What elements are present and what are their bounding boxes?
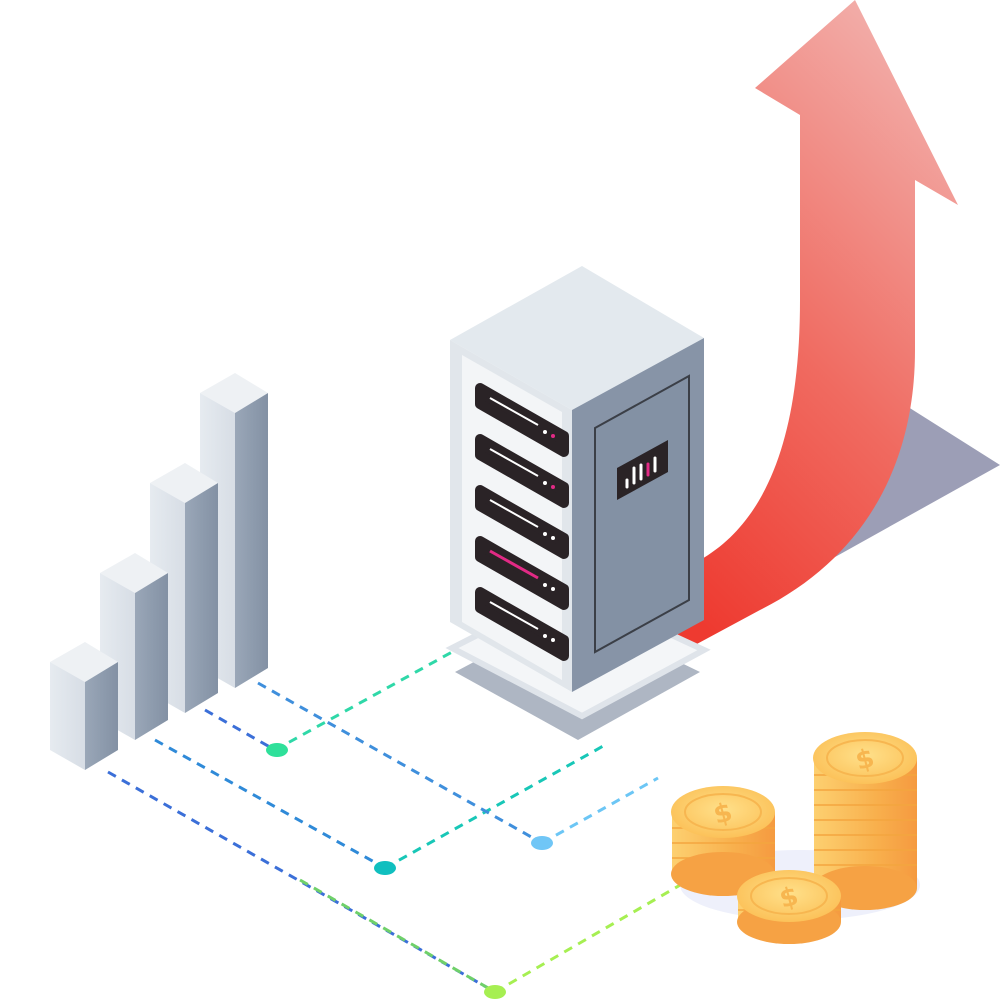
coin-stack: $ (737, 870, 841, 944)
connector-node (531, 836, 553, 850)
growth-arrow (630, 0, 958, 652)
server-slots (475, 383, 569, 661)
bar-column (50, 642, 118, 770)
coin-stacks: $ $ $ (671, 732, 920, 944)
server-slot (475, 383, 569, 457)
connector-line (204, 708, 276, 752)
server-slot (475, 485, 569, 559)
connector-node (266, 743, 288, 757)
connector-line (257, 681, 543, 845)
connector-node (484, 985, 506, 999)
server-slot (475, 434, 569, 508)
connector-line (384, 743, 606, 870)
connector-node (374, 861, 396, 875)
connector-line (154, 738, 386, 870)
connector-line (541, 776, 659, 845)
server-slot (475, 587, 569, 661)
server-slot (475, 536, 569, 610)
signal-bars-icon (625, 456, 657, 489)
bar-columns (50, 373, 268, 770)
server-rack (445, 266, 711, 740)
server-top (450, 266, 704, 410)
connector-line (274, 650, 453, 752)
connector-lines (107, 650, 683, 994)
connector-line (299, 878, 496, 994)
connector-line (494, 882, 683, 994)
